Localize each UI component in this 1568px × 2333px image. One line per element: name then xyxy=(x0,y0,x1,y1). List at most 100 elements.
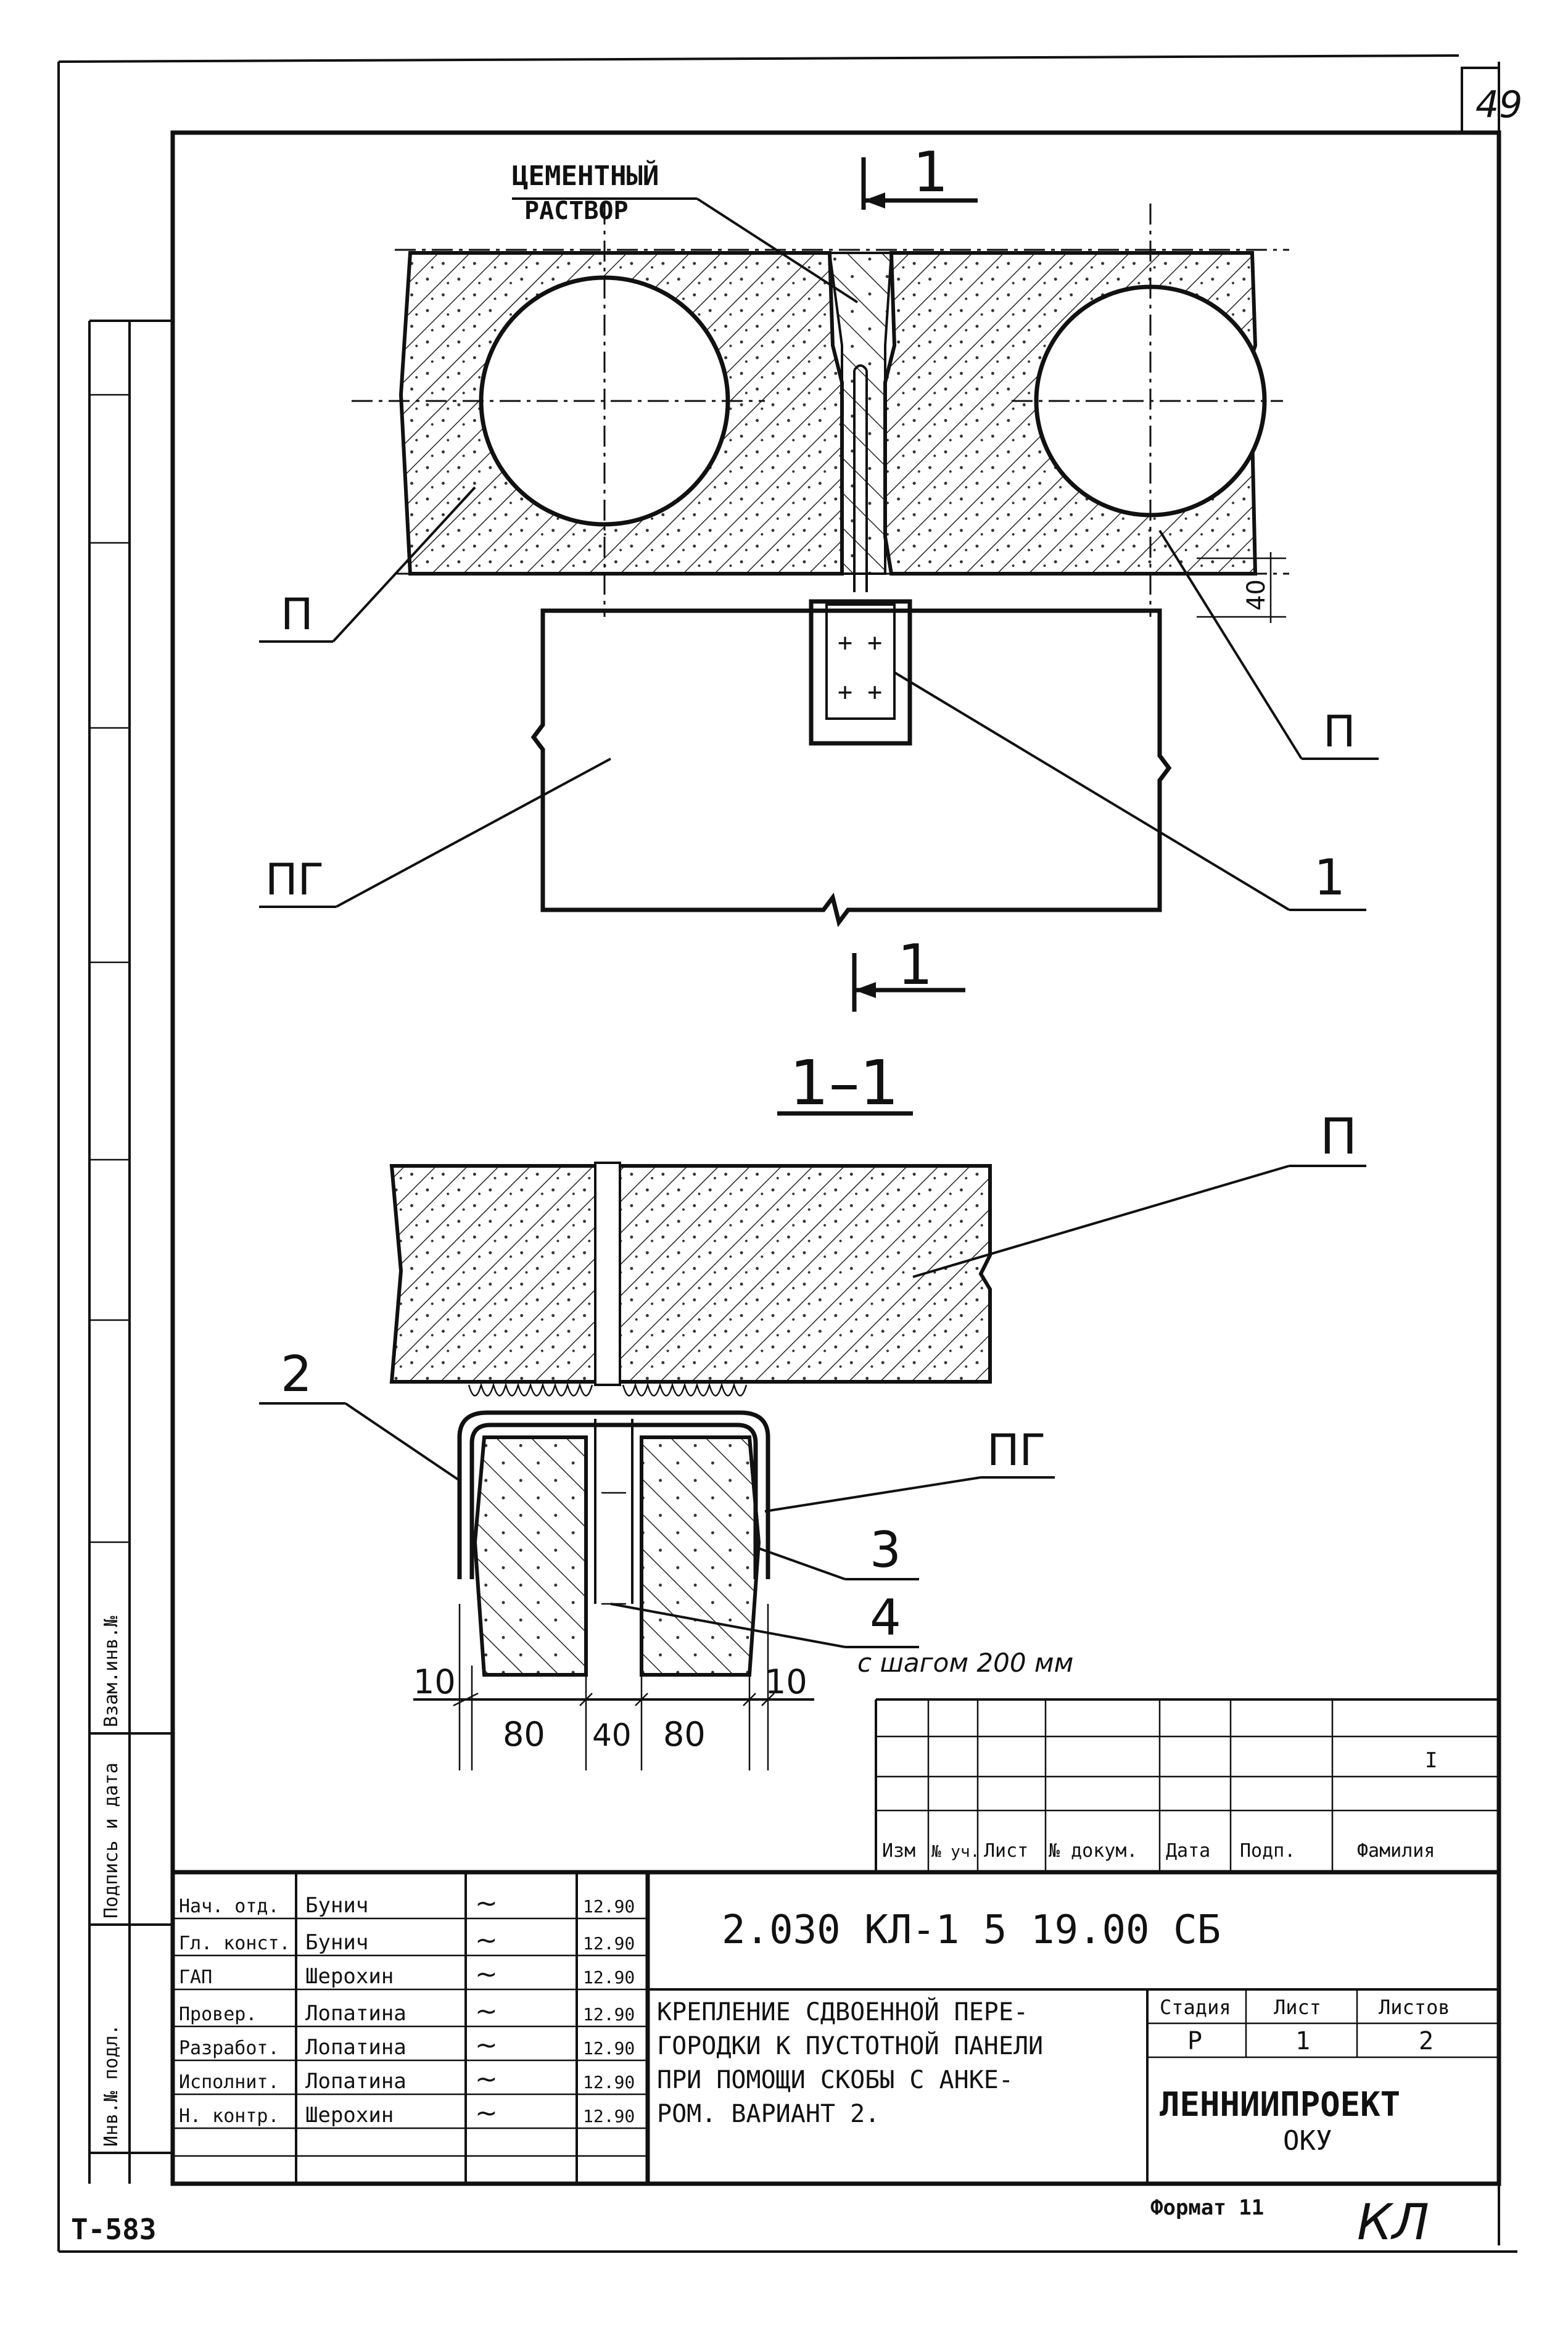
section-staple xyxy=(457,1410,770,1579)
staff-signature: ~ xyxy=(475,1925,498,1956)
section-dimensions: 10 80 40 80 10 xyxy=(413,1604,814,1770)
dim-right-offset: 10 xyxy=(765,1662,807,1701)
anchor-step-label: с шагом 200 мм xyxy=(857,1648,1073,1678)
svg-text:+ +: + + xyxy=(838,678,882,706)
mortar-label-line1: ЦЕМЕНТНЫЙ xyxy=(512,159,659,192)
dim-left-offset: 10 xyxy=(413,1662,456,1701)
sign-date-label: Подпись и дата xyxy=(101,1762,122,1918)
callout-item-1: 1 xyxy=(893,671,1366,911)
section-view: 1–1 П xyxy=(259,1047,1366,1770)
staff-date: 12.90 xyxy=(583,2004,635,2025)
title-line-4: РОМ. ВАРИАНТ 2. xyxy=(657,2100,880,2128)
staff-row: Нач. отд. Бунич ~ 12.90 xyxy=(179,1888,635,1919)
section-mark-bottom: 1 xyxy=(852,933,965,1012)
rev-entry-mark: I xyxy=(1425,1748,1437,1773)
panel-label-right: П xyxy=(1323,706,1356,757)
callout-item-3: 3 xyxy=(758,1521,919,1580)
dim-gap-plan: 40 xyxy=(1197,552,1286,623)
staff-role: Провер. xyxy=(179,2004,257,2025)
staff-signature: ~ xyxy=(475,2030,498,2061)
callout-section-panel: П xyxy=(912,1108,1366,1278)
sheet-label: Лист xyxy=(1274,1996,1321,2019)
section-panel xyxy=(389,1162,992,1386)
section-partition-left xyxy=(472,1435,588,1677)
handwritten-mark: КЛ xyxy=(1357,2194,1429,2251)
staff-signature: ~ xyxy=(475,1959,498,1990)
staff-signature: ~ xyxy=(475,1996,498,2027)
hollow-core-panel-left xyxy=(398,251,844,576)
section-mortar-bed xyxy=(468,1382,748,1397)
rev-header-list: Лист xyxy=(984,1840,1028,1862)
inv-replace-label: Взам.инв.№ xyxy=(101,1616,122,1727)
staff-role: Н. контр. xyxy=(179,2105,279,2127)
footer: Т-583 Формат 11 КЛ xyxy=(71,2194,1429,2251)
stage-value: Р xyxy=(1187,2027,1202,2055)
staff-role: Разработ. xyxy=(179,2038,279,2059)
callout-girder: ПГ xyxy=(259,758,611,908)
stage-label: Стадия xyxy=(1160,1996,1231,2019)
item-4-label: 4 xyxy=(870,1589,901,1646)
item-2-label: 2 xyxy=(281,1345,312,1403)
staff-signature: ~ xyxy=(475,2063,498,2095)
section-mark-top: 1 xyxy=(861,140,978,210)
staff-row: ГАП Шерохин ~ 12.90 xyxy=(179,1959,635,1990)
section-title: 1–1 xyxy=(790,1047,899,1119)
sheets-label: Листов xyxy=(1379,1996,1450,2019)
item-1-label: 1 xyxy=(1314,849,1345,906)
staff-signature: ~ xyxy=(475,2097,498,2129)
anchor-bracket: + + + + xyxy=(809,599,912,746)
gap-label: 40 xyxy=(1242,579,1271,611)
dim-middle: 40 xyxy=(592,1717,632,1753)
dim-left-width: 80 xyxy=(503,1715,545,1754)
format-label: Формат 11 xyxy=(1150,2195,1264,2220)
staff-row: Разработ. Лопатина ~ 12.90 xyxy=(179,2030,635,2061)
staff-date: 12.90 xyxy=(583,1896,635,1917)
sheet-value: 1 xyxy=(1295,2027,1310,2055)
organization-dept: ОКУ xyxy=(1283,2125,1332,2157)
title-line-1: КРЕПЛЕНИЕ СДВОЕННОЙ ПЕРЕ- xyxy=(657,1997,1028,2026)
plan-view: + + + + 1 1 ЦЕМЕНТНЫЙ РАСТВОР П xyxy=(259,140,1379,1012)
staff-name: Бунич xyxy=(305,1893,368,1918)
girder-label-plan: ПГ xyxy=(265,854,324,905)
sheet-number-box: 49 xyxy=(1461,67,1522,134)
section-mark-label-top: 1 xyxy=(913,140,948,205)
staff-role: Гл. конст. xyxy=(179,1933,291,1954)
callout-panel-right: П xyxy=(1158,529,1379,760)
rev-header-uch: № уч. xyxy=(931,1843,980,1861)
staff-date: 12.90 xyxy=(583,2038,635,2058)
sheets-value: 2 xyxy=(1419,2027,1434,2055)
callout-panel-left: П xyxy=(259,486,476,643)
section-mark-label-bottom: 1 xyxy=(897,933,933,997)
document-code: 2.030 КЛ-1 5 19.00 СБ xyxy=(722,1907,1221,1953)
inv-orig-label: Инв.№ подл. xyxy=(101,2024,122,2147)
section-panel-label: П xyxy=(1320,1108,1357,1165)
staff-role: Нач. отд. xyxy=(179,1896,279,1917)
staff-signature: ~ xyxy=(475,1888,498,1919)
side-stamp: Взам.инв.№ Подпись и дата Инв.№ подл. xyxy=(88,320,173,2184)
title-block: Нач. отд. Бунич ~ 12.90 Гл. конст. Бунич… xyxy=(173,1870,1499,2184)
panel-label-left: П xyxy=(281,589,313,640)
staff-name: Лопатина xyxy=(305,2035,406,2060)
section-anchor xyxy=(594,1419,633,1605)
staff-row: Исполнит. Лопатина ~ 12.90 xyxy=(179,2063,635,2095)
partition-girder xyxy=(530,608,1172,927)
rev-header-doc: № докум. xyxy=(1049,1840,1138,1862)
svg-text:+ +: + + xyxy=(838,629,882,657)
staff-name: Шерохин xyxy=(305,2103,394,2128)
rev-header-name: Фамилия xyxy=(1357,1840,1435,1862)
mortar-label-line2: РАСТВОР xyxy=(524,197,629,225)
rev-header-sign: Подп. xyxy=(1240,1840,1295,1862)
staff-name: Лопатина xyxy=(305,2069,406,2094)
hollow-core-panel-right xyxy=(883,251,1267,576)
staff-name: Шерохин xyxy=(305,1964,394,1989)
staff-name: Бунич xyxy=(305,1930,368,1955)
archive-code: Т-583 xyxy=(71,2213,156,2246)
staff-row: Н. контр. Шерохин ~ 12.90 xyxy=(179,2097,635,2129)
item-3-label: 3 xyxy=(870,1521,901,1579)
sheet-number: 49 xyxy=(1475,83,1522,126)
rev-header-date: Дата xyxy=(1166,1840,1210,1862)
staff-date: 12.90 xyxy=(583,2072,635,2092)
staff-name: Лопатина xyxy=(305,2001,406,2026)
callout-mortar: ЦЕМЕНТНЫЙ РАСТВОР xyxy=(512,159,859,303)
